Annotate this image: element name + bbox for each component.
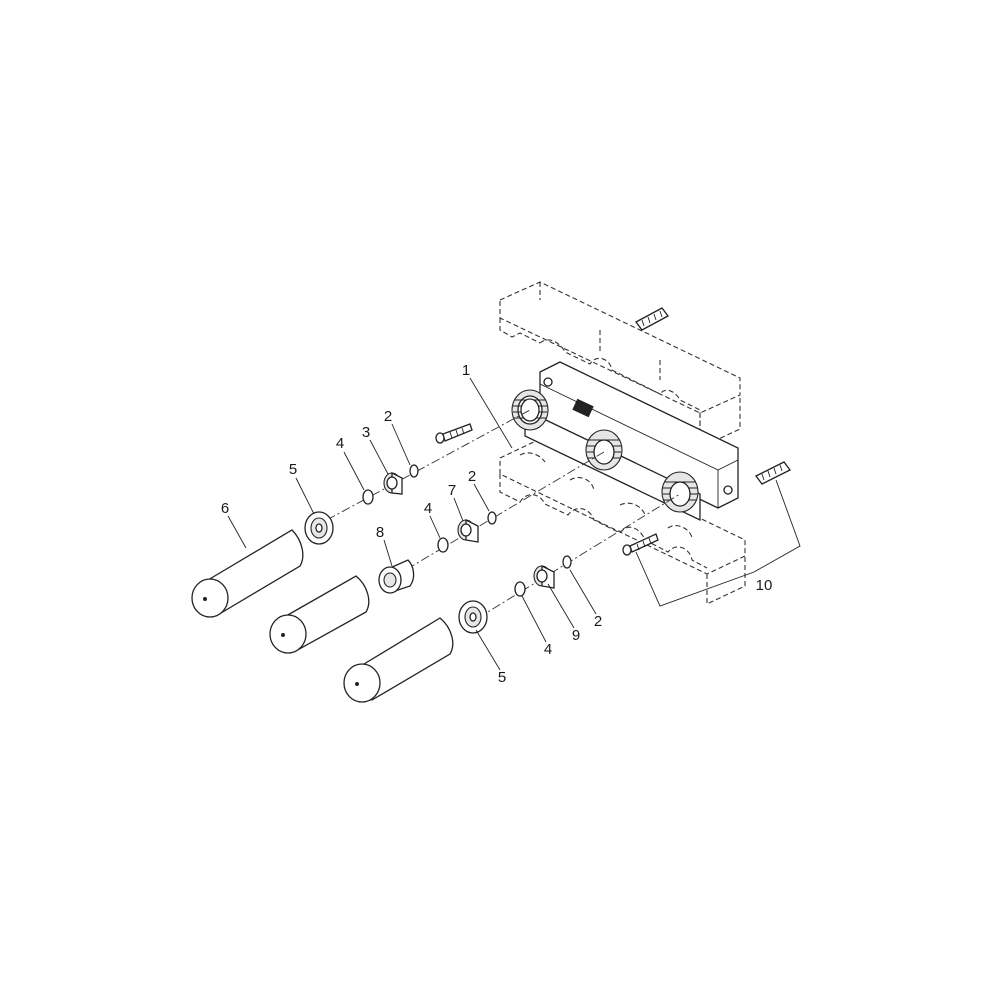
oring-2-middle [487, 511, 497, 525]
valve-insert-7 [457, 518, 479, 543]
callout-4-middle: 4 [424, 500, 432, 517]
callout-4-top: 4 [336, 435, 344, 452]
callout-2-middle: 2 [468, 468, 476, 485]
washer-4-middle [437, 537, 449, 553]
callout-1: 1 [462, 362, 470, 379]
callout-5-top: 5 [289, 461, 297, 478]
oring-2-bottom [562, 555, 572, 569]
wall-plug-right [755, 461, 791, 485]
rosette-5-top [304, 511, 334, 545]
leader-lines [227, 377, 801, 671]
callout-3: 3 [362, 424, 370, 441]
valve-insert-3 [383, 471, 403, 495]
distribution-manifold [511, 361, 739, 522]
callout-8: 8 [376, 524, 384, 541]
callout-2-top: 2 [384, 408, 392, 425]
handle-cylinder-bottom [343, 617, 454, 703]
rear-insulation-block [499, 281, 741, 444]
callout-6: 6 [221, 500, 229, 517]
oring-2-top [409, 464, 419, 478]
mounting-screw-upper [435, 423, 473, 444]
axis-line-bottom [477, 493, 681, 619]
callout-7: 7 [448, 482, 456, 499]
callout-5-bottom: 5 [498, 669, 506, 686]
handle-cylinder-6 [191, 529, 304, 618]
callout-labels: 1 2 3 4 5 6 2 7 4 8 2 9 4 5 10 [221, 362, 773, 686]
callout-10: 10 [756, 577, 773, 594]
axis-line-top [311, 409, 531, 529]
wall-plug-top [635, 307, 669, 331]
callout-2-bottom: 2 [594, 613, 602, 630]
cap-8 [378, 559, 415, 594]
valve-insert-9 [533, 564, 555, 589]
washer-4-bottom [514, 581, 526, 597]
handle-cylinder-middle [269, 575, 370, 654]
mounting-screw-lower [622, 533, 659, 556]
axis-line-middle [391, 451, 605, 579]
callout-4-bottom: 4 [544, 641, 552, 658]
callout-9: 9 [572, 627, 580, 644]
rosette-5-bottom [458, 600, 488, 634]
washer-4-top [362, 489, 374, 505]
